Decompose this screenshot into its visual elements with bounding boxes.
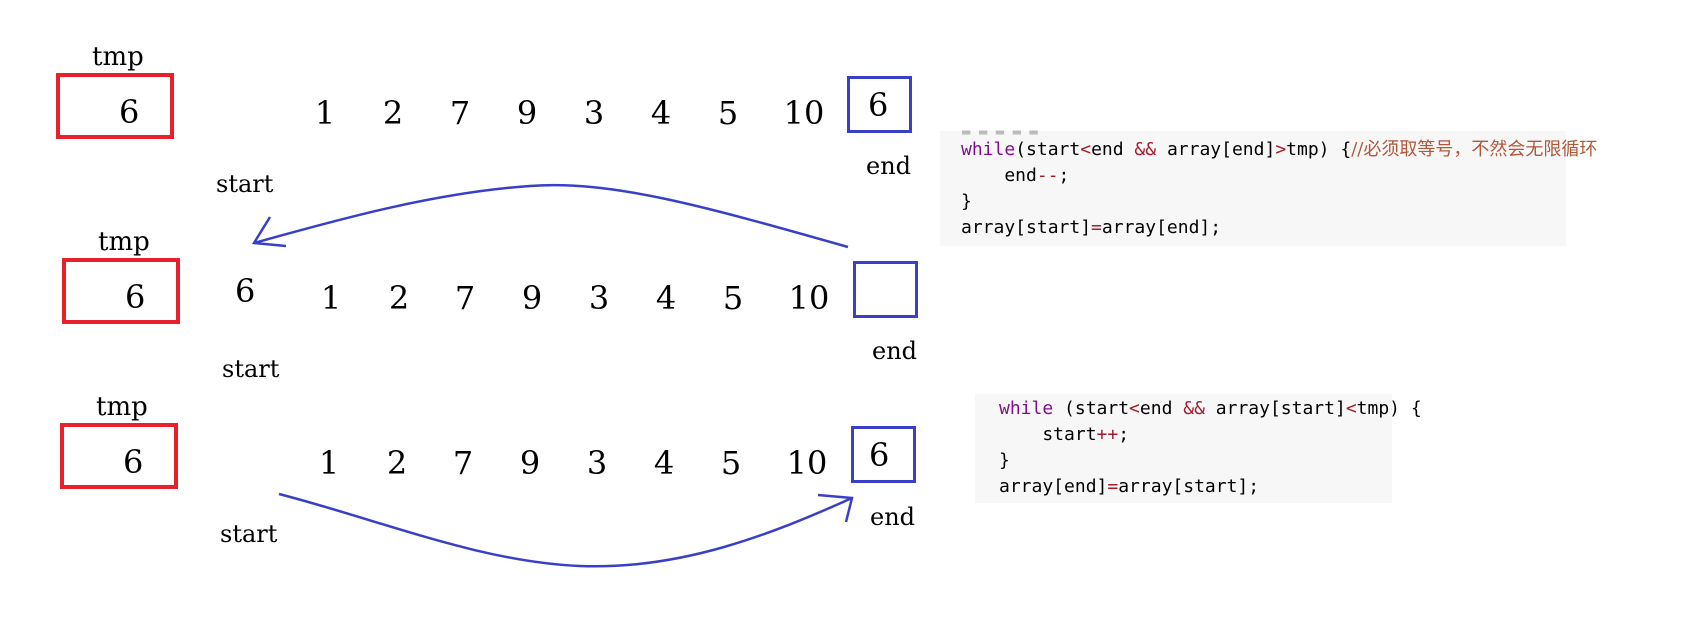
code-line: array[end]=array[start]; — [999, 474, 1259, 500]
start-label: start — [222, 355, 280, 383]
code-token: end — [1139, 398, 1184, 419]
code-operator: && — [1183, 398, 1205, 419]
array-cell: 9 — [519, 444, 541, 482]
code-token: (start — [1015, 139, 1081, 160]
code-snippet-start-loop: while (start<end && array[start]<tmp) { … — [975, 394, 1422, 503]
end-box — [847, 76, 912, 133]
array-cell: 5 — [722, 279, 744, 317]
array-cell: 3 — [583, 94, 605, 132]
array-cell: 2 — [386, 444, 408, 482]
code-operator: -- — [1036, 165, 1059, 186]
code-operator: ++ — [1096, 424, 1119, 445]
array-cell: 1 — [318, 444, 340, 482]
code-token: array[end] — [1156, 139, 1276, 160]
arrowhead-icon — [817, 493, 854, 523]
array-cell: 10 — [786, 444, 828, 482]
code-operator: > — [1275, 139, 1287, 160]
start-label: start — [216, 170, 274, 198]
tmp-value: 6 — [125, 278, 146, 316]
array-cell: 10 — [788, 279, 830, 317]
array-cell: 4 — [653, 444, 675, 482]
code-token: } — [999, 450, 1010, 471]
move-end-to-start-arrow — [253, 183, 849, 249]
code-token: (start — [1053, 398, 1130, 419]
array-cell: 3 — [588, 279, 610, 317]
code-token: end — [961, 165, 1037, 186]
array-cell: 9 — [516, 94, 538, 132]
code-line: } — [961, 189, 972, 215]
code-operator: < — [1129, 398, 1140, 419]
code-comment: //必须取等号，不然会无限循环 — [1351, 139, 1598, 160]
arrowhead-icon — [251, 216, 287, 248]
code-token: ; — [1058, 165, 1070, 186]
code-token: tmp) { — [1286, 139, 1352, 160]
array-cell: 7 — [449, 94, 471, 132]
code-operator: = — [1091, 217, 1102, 238]
code-token: end — [1091, 139, 1135, 160]
code-token: array[end] — [999, 476, 1108, 497]
code-keyword: while — [999, 398, 1054, 419]
tmp-box — [62, 258, 180, 324]
end-label: end — [866, 152, 912, 180]
tmp-label: tmp — [96, 392, 148, 422]
array-cell: 9 — [521, 279, 543, 317]
tmp-value: 6 — [119, 93, 140, 131]
end-box — [851, 426, 916, 483]
code-operator: && — [1134, 139, 1157, 160]
code-token: } — [961, 191, 972, 212]
code-token: array[end]; — [1101, 217, 1222, 238]
end-label: end — [870, 503, 916, 531]
array-cell: 7 — [454, 279, 476, 317]
code-operator: < — [1080, 139, 1092, 160]
code-line: array[start]=array[end]; — [961, 215, 1221, 241]
array-cell: 5 — [720, 444, 742, 482]
code-token: array[start] — [1204, 398, 1346, 419]
code-token: array[start] — [961, 217, 1092, 238]
code-token: ; — [1118, 424, 1130, 445]
tmp-box — [60, 423, 178, 489]
array-cell: 4 — [655, 279, 677, 317]
code-token: tmp) { — [1356, 398, 1422, 419]
array-cell: 3 — [586, 444, 608, 482]
end-box-value: 6 — [868, 86, 889, 124]
code-operator: < — [1345, 398, 1357, 419]
tmp-label: tmp — [92, 42, 144, 72]
code-operator: = — [1107, 476, 1119, 497]
array-cell: 1 — [314, 94, 336, 132]
array-cell: 1 — [320, 279, 342, 317]
code-line: while (start<end && array[start]<tmp) { — [999, 396, 1422, 422]
move-start-to-end-arrow — [278, 492, 853, 568]
tmp-value: 6 — [123, 443, 144, 481]
array-cell: 5 — [717, 94, 739, 132]
array-cell: 4 — [650, 94, 672, 132]
code-line: end--; — [961, 163, 1069, 189]
array-cell: 7 — [452, 444, 474, 482]
start-value: 6 — [235, 272, 256, 310]
array-cell: 2 — [382, 94, 404, 132]
end-label: end — [872, 337, 918, 365]
end-box — [853, 261, 918, 318]
end-box-value: 6 — [869, 436, 890, 474]
array-cell: 10 — [783, 94, 825, 132]
start-label: start — [220, 520, 278, 548]
tmp-label: tmp — [98, 227, 150, 257]
array-cell: 2 — [388, 279, 410, 317]
code-keyword: while — [961, 139, 1016, 160]
code-line: while(start<end && array[end]>tmp) {//必须… — [961, 137, 1597, 163]
code-line: start++; — [999, 422, 1129, 448]
code-line: } — [999, 448, 1010, 474]
tmp-box — [56, 73, 174, 139]
code-token: start — [999, 424, 1097, 445]
code-line-cropped: ▬ ▬ ▬ ▬ ▬ — [962, 124, 1038, 140]
code-snippet-end-loop: ▬ ▬ ▬ ▬ ▬ while(start<end && array[end]>… — [940, 124, 1597, 246]
code-token: array[start]; — [1118, 476, 1260, 497]
